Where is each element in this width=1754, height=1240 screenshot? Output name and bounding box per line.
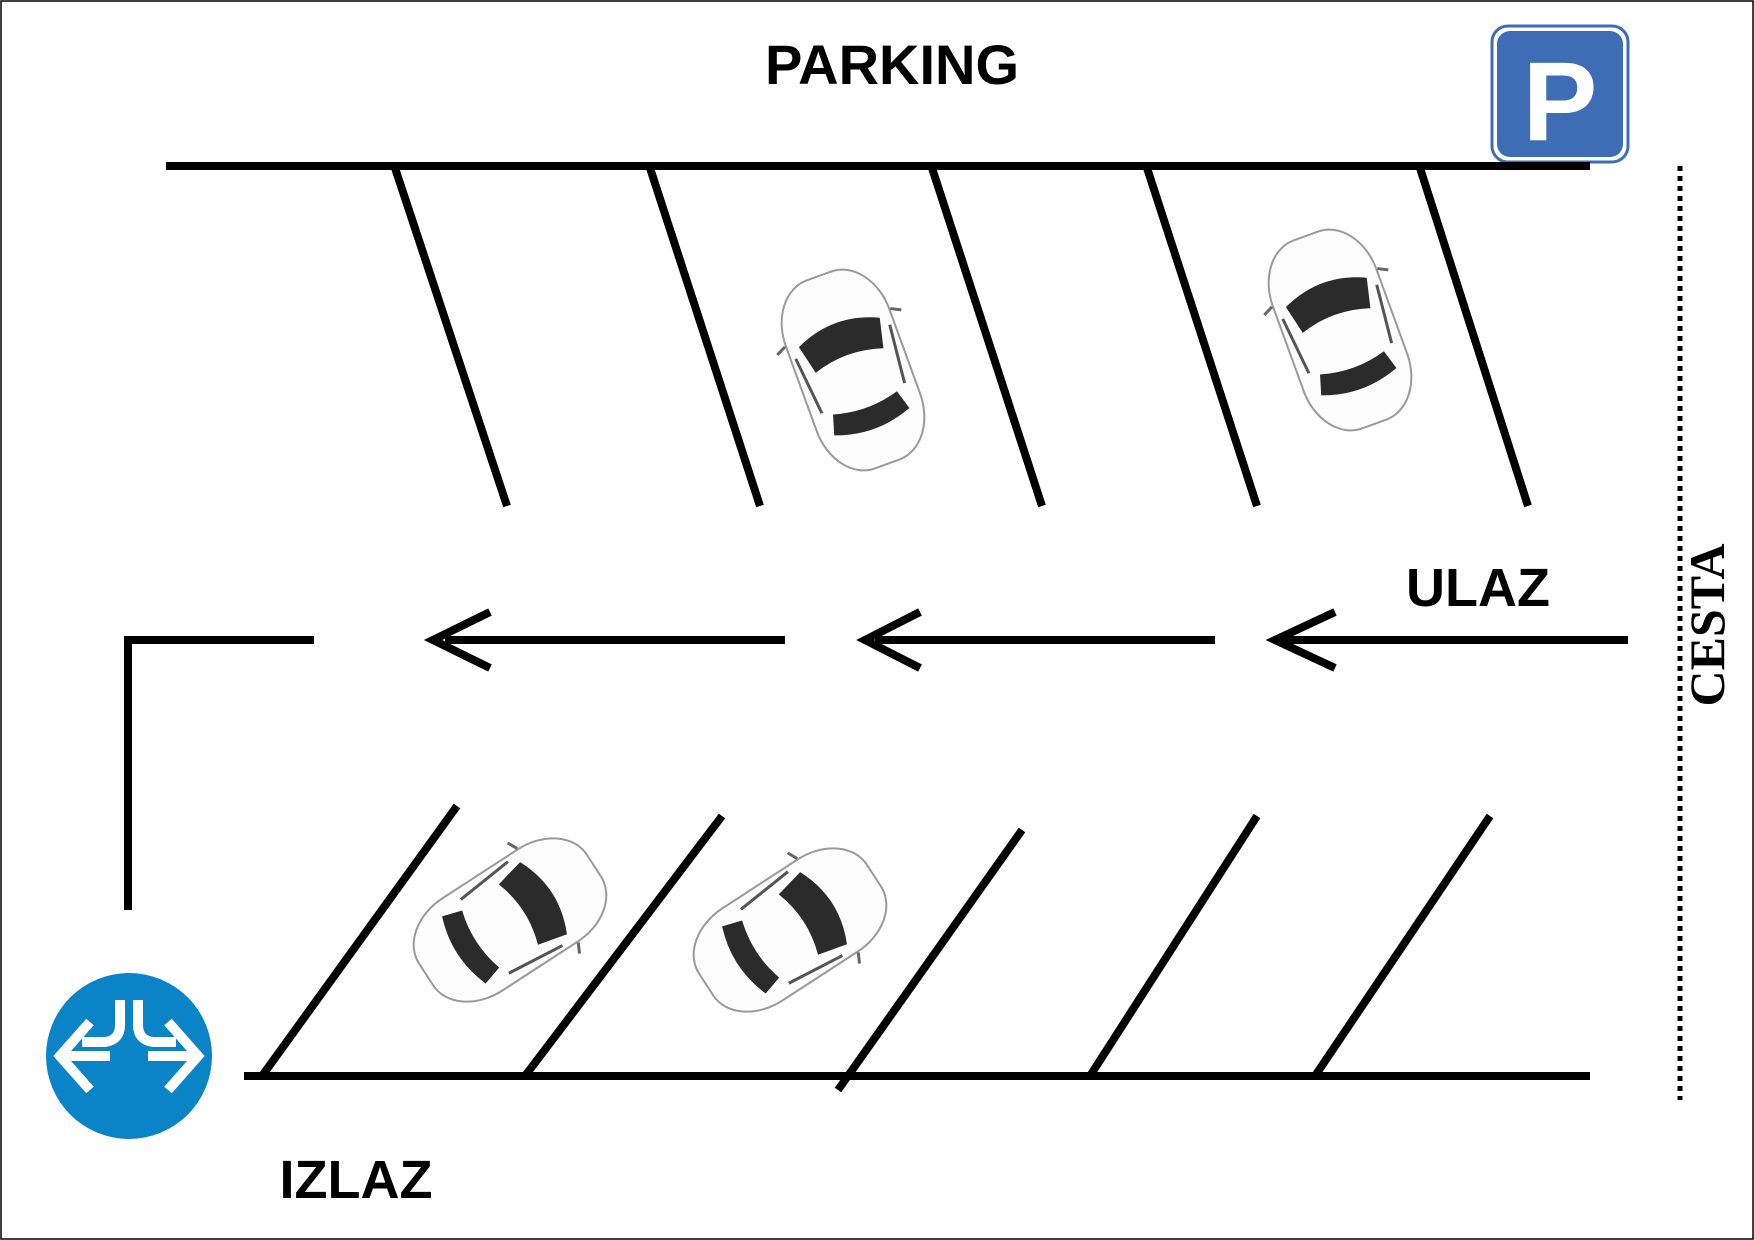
arrow-left-icon <box>423 608 785 672</box>
bottom-divider <box>1311 813 1494 1079</box>
entrance-label: ULAZ <box>1406 558 1550 618</box>
exit-label: IZLAZ <box>280 1150 433 1210</box>
title-label: PARKING <box>765 33 1019 96</box>
road-label: CESTA <box>1679 543 1735 706</box>
top-divider <box>391 166 511 508</box>
top-divider <box>928 166 1046 508</box>
top-divider <box>646 166 764 508</box>
parking-sign-letter: P <box>1523 39 1598 164</box>
arrow-left-icon <box>856 608 1215 672</box>
car-icon <box>668 818 912 1042</box>
arrow-left-icon <box>1265 608 1628 672</box>
bottom-divider <box>521 813 726 1079</box>
exit-path-line <box>124 636 314 910</box>
bottom-space-dividers <box>258 803 1494 1093</box>
split-direction-sign-icon <box>46 973 212 1139</box>
bottom-divider <box>258 803 461 1079</box>
top-space-dividers <box>391 166 1532 508</box>
top-divider <box>1143 166 1261 508</box>
bottom-divider <box>1086 813 1261 1079</box>
top-divider <box>1416 166 1532 508</box>
bottom-divider <box>834 827 1026 1093</box>
parking-sign-icon: P <box>1490 24 1630 164</box>
car-icon <box>1242 211 1438 449</box>
car-icon <box>755 251 951 489</box>
